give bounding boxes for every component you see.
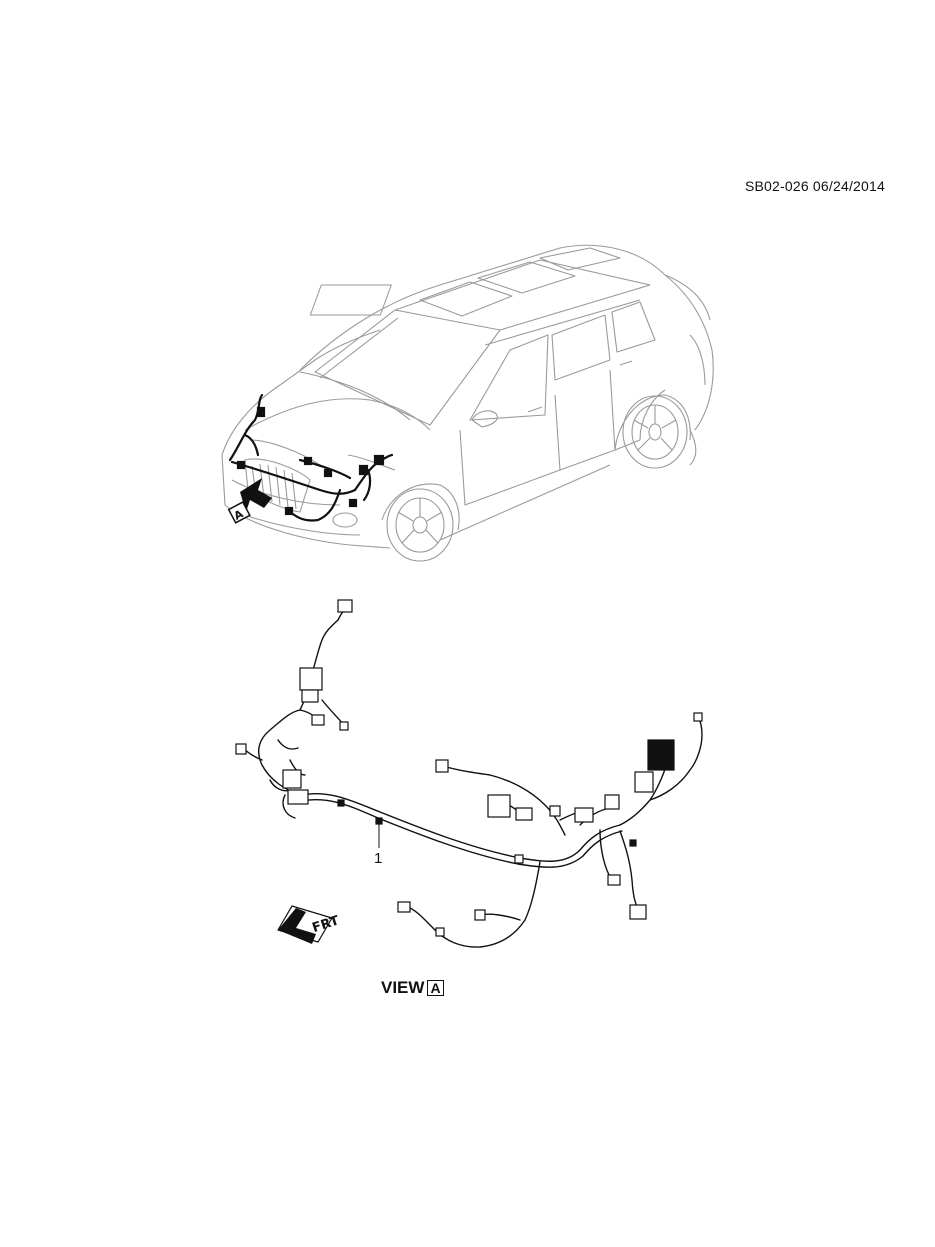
harness-drawing — [242, 605, 703, 948]
view-label: VIEW A — [381, 978, 444, 998]
view-label-marker: A — [427, 980, 444, 996]
harness-connectors — [235, 599, 703, 937]
front-direction-arrow — [277, 905, 333, 944]
view-label-text: VIEW — [381, 978, 425, 997]
installed-harness — [228, 393, 394, 522]
view-a-arrow — [227, 478, 272, 524]
harness-callout-number: 1 — [374, 850, 383, 867]
document-id: SB02-026 06/24/2014 — [744, 178, 885, 194]
vehicle-drawing — [221, 244, 714, 562]
